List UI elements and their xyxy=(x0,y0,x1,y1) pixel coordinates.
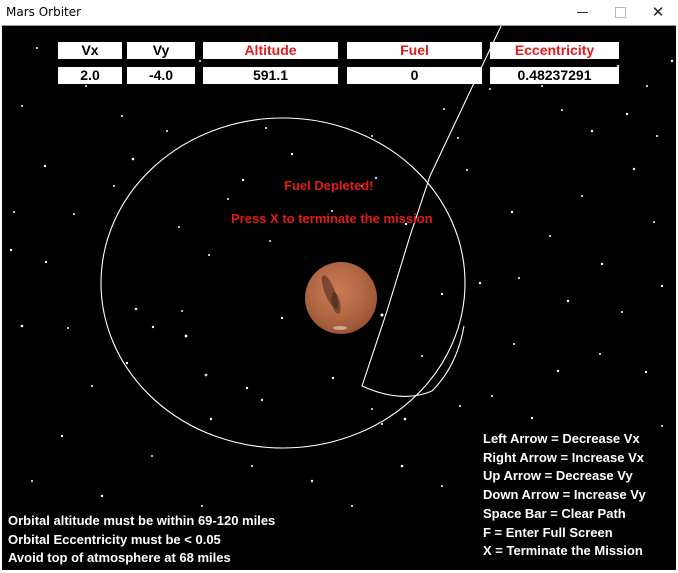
trajectory-path xyxy=(361,26,502,397)
help-line: Down Arrow = Increase Vy xyxy=(483,487,646,503)
help-line: X = Terminate the Mission xyxy=(483,543,643,559)
help-line: Right Arrow = Increase Vx xyxy=(483,449,644,465)
controls-help: Left Arrow = Decrease Vx Right Arrow = I… xyxy=(483,430,646,561)
mars-planet xyxy=(305,262,377,334)
close-button[interactable]: ✕ xyxy=(640,0,676,24)
orbit-path xyxy=(100,117,466,449)
fuel-header: Fuel xyxy=(347,42,482,59)
fuel-depleted-message: Fuel Depleted! xyxy=(284,178,374,193)
altitude-value: 591.1 xyxy=(203,67,338,84)
rule-line: Orbital Eccentricity must be < 0.05 xyxy=(8,531,221,547)
vx-value: 2.0 xyxy=(58,67,122,84)
title-bar: Mars Orbiter ✕ xyxy=(0,0,678,24)
fuel-value: 0 xyxy=(347,67,482,84)
vy-value: -4.0 xyxy=(127,67,195,84)
close-icon: ✕ xyxy=(651,4,665,21)
help-line: Left Arrow = Decrease Vx xyxy=(483,431,640,446)
eccentricity-header: Eccentricity xyxy=(490,42,619,59)
rule-line: Orbital altitude must be within 69-120 m… xyxy=(8,513,276,528)
vx-header: Vx xyxy=(58,42,122,59)
window-title: Mars Orbiter xyxy=(6,5,82,19)
altitude-header: Altitude xyxy=(203,42,338,59)
maximize-button[interactable] xyxy=(602,0,638,24)
starfield xyxy=(9,26,674,507)
help-line: Space Bar = Clear Path xyxy=(483,505,626,521)
rule-line: Avoid top of atmosphere at 68 miles xyxy=(8,550,231,566)
game-canvas[interactable]: Vx Vy Altitude Fuel Eccentricity 2.0 -4.… xyxy=(2,25,676,571)
help-line: F = Enter Full Screen xyxy=(483,524,613,540)
help-line: Up Arrow = Decrease Vy xyxy=(483,468,633,484)
mission-rules: Orbital altitude must be within 69-120 m… xyxy=(8,512,275,568)
minimize-button[interactable] xyxy=(564,0,600,24)
terminate-prompt: Press X to terminate the mission xyxy=(231,211,433,226)
vy-header: Vy xyxy=(127,42,195,59)
window-bottom-border xyxy=(0,570,678,573)
maximize-icon xyxy=(614,6,626,18)
minimize-icon xyxy=(576,11,588,13)
eccentricity-value: 0.48237291 xyxy=(490,67,619,84)
